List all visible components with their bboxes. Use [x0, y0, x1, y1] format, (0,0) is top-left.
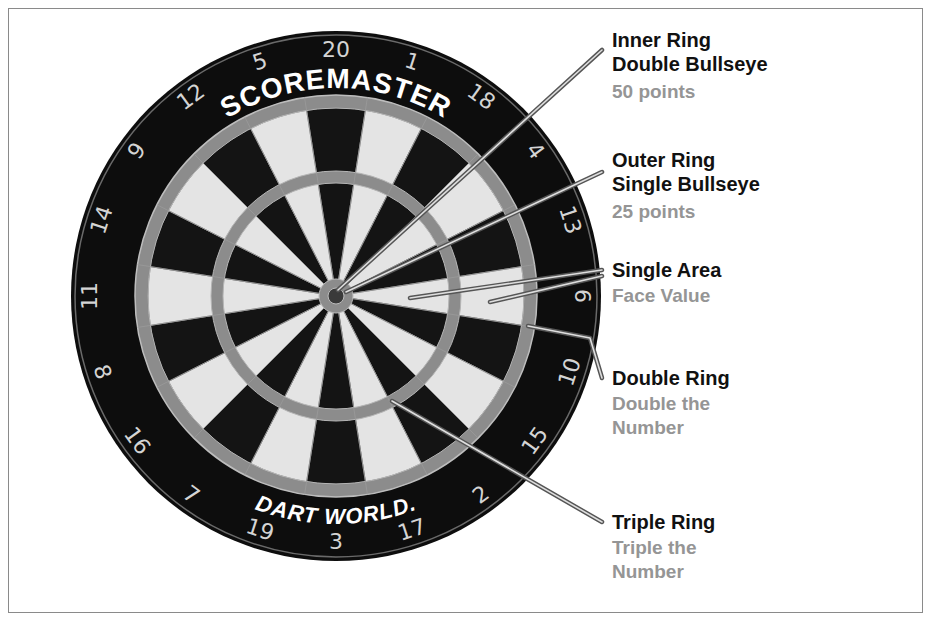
- callout-heading: Triple Ring: [612, 510, 777, 534]
- frame-border: [9, 9, 923, 613]
- double-ring: [135, 95, 537, 497]
- spider-wire: [353, 299, 535, 328]
- board-number: 20: [322, 39, 350, 61]
- callout-heading: Outer Ring Single Bullseye: [612, 148, 777, 196]
- spider-wire: [157, 304, 321, 388]
- callout-value: 25 points: [612, 200, 742, 224]
- callout-value: Double the Number: [612, 392, 742, 440]
- callout-value: 50 points: [612, 80, 742, 104]
- spider-wire: [245, 117, 329, 281]
- callout-heading: Inner Ring Double Bullseye: [612, 28, 777, 76]
- brand-lettering: DART WORLD.: [253, 490, 420, 529]
- board-number: 6: [571, 289, 593, 303]
- brand-lettering-path: DART WORLD.: [253, 490, 420, 529]
- leader-line: [392, 401, 602, 522]
- spider-wire: [137, 299, 319, 328]
- board-number: 3: [329, 531, 343, 553]
- callout-value: Triple the Number: [612, 536, 742, 584]
- leader-line-core: [490, 276, 602, 302]
- single-bullseye: [319, 279, 353, 313]
- spider-wire: [348, 308, 478, 438]
- ring-wire: [148, 108, 524, 484]
- spider-wire: [339, 313, 368, 495]
- spider-wire: [194, 308, 324, 438]
- board-number: 11: [79, 282, 101, 310]
- board-surround: [71, 31, 601, 561]
- callout-heading: Double Ring: [612, 366, 777, 390]
- spider-wire: [194, 154, 324, 284]
- leader-line: [490, 276, 602, 302]
- spider-wire: [339, 97, 368, 279]
- brand-lettering: SCOREMASTER: [215, 63, 457, 124]
- callout-heading: Single Area: [612, 258, 777, 282]
- leader-line-core: [392, 401, 602, 522]
- leader-line-core: [346, 172, 602, 292]
- callout-value: Face Value: [612, 284, 742, 308]
- spider-wire: [344, 311, 428, 475]
- spider-wire: [137, 265, 319, 294]
- brand-lettering-path: SCOREMASTER: [215, 63, 457, 124]
- spider-wire: [305, 97, 334, 279]
- spider-wire: [305, 313, 334, 495]
- spider-wire: [353, 265, 535, 294]
